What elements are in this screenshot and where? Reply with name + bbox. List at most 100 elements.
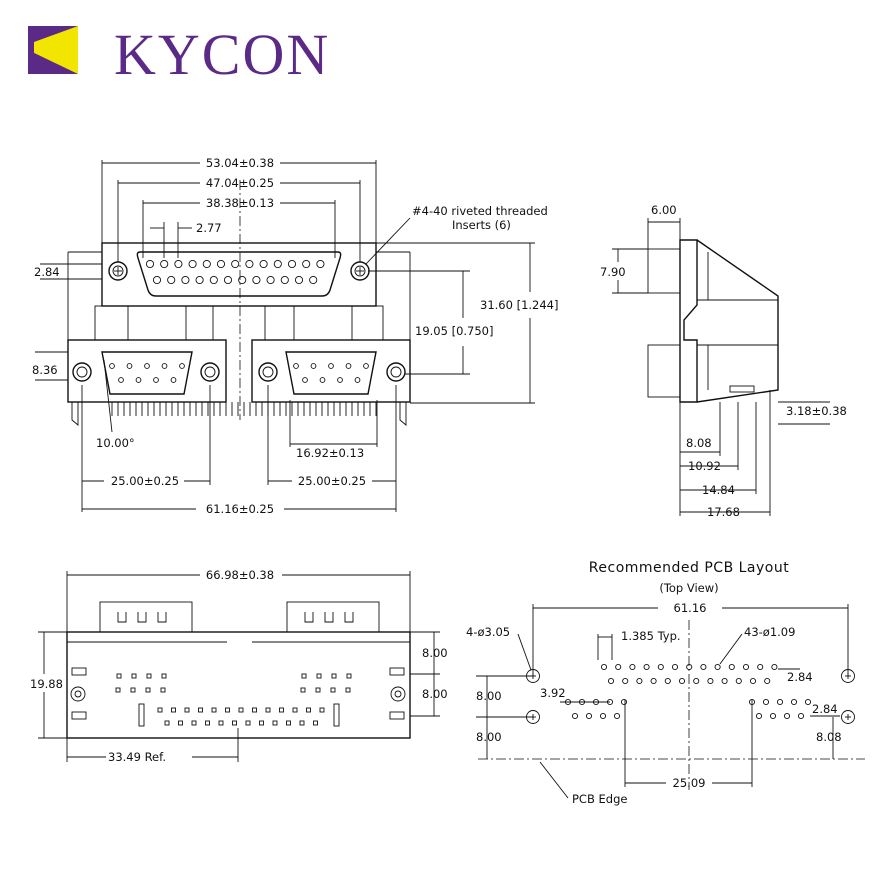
db25-pin — [287, 259, 297, 269]
pin-pad — [300, 687, 306, 693]
db25-pin — [145, 259, 155, 269]
db25-pin — [238, 275, 247, 285]
db9-pin — [293, 363, 299, 369]
pin-pad — [346, 673, 352, 679]
pin-hole — [776, 698, 784, 706]
db9-pin — [144, 363, 150, 369]
mount-tab — [71, 711, 87, 720]
db25-pin — [266, 275, 275, 285]
pin-hole — [629, 663, 636, 671]
bottom-view: 66.98±0.38 19.88 8.00 8.00 33.49 Ref. — [30, 568, 448, 764]
top-insert-offset: 2.84 — [34, 265, 60, 279]
pcb-offset-top: 2.84 — [787, 670, 813, 684]
pin-pad — [171, 707, 176, 713]
pin-tails — [111, 402, 377, 416]
db25-pin — [231, 259, 240, 269]
pin-pad — [164, 720, 170, 726]
db9-pins — [109, 363, 369, 383]
pin-pad — [279, 707, 284, 713]
pin-pad — [131, 673, 137, 679]
db9-pin — [135, 377, 142, 383]
pin-pad — [160, 687, 166, 693]
db25-pin — [195, 275, 204, 285]
pin-pad — [319, 707, 325, 713]
insert-bore — [76, 366, 88, 378]
pin-hole — [678, 677, 686, 685]
pin-pitch: 2.77 — [196, 221, 222, 235]
pin-pad — [146, 673, 152, 679]
db9-pin — [109, 363, 115, 369]
pin-pad — [316, 673, 322, 679]
bottom-height: 19.88 — [30, 677, 63, 691]
mount-tab — [389, 711, 405, 720]
side-standoff: 3.18±0.38 — [786, 404, 847, 418]
db25-pin — [259, 259, 268, 269]
pin-pad — [184, 707, 190, 713]
pin-hole — [742, 663, 750, 671]
db25-pin — [216, 259, 226, 269]
insert-bore — [204, 366, 216, 378]
pin-hole — [693, 677, 700, 685]
pin-hole — [769, 712, 777, 720]
db25-pin — [294, 275, 304, 285]
pin-pad — [313, 720, 318, 726]
db25-pin — [152, 275, 162, 285]
side-top-depth: 6.00 — [651, 203, 677, 217]
pin-pad — [286, 720, 291, 726]
logo-wordmark: KYCON — [114, 22, 331, 87]
pin-hole — [700, 663, 707, 671]
pin-hole — [721, 677, 728, 685]
pin-pad — [238, 707, 244, 713]
pin-hole — [749, 677, 757, 685]
db25-pins — [145, 259, 325, 285]
bottom-spacing-top: 8.00 — [422, 646, 448, 660]
db25-pin — [167, 275, 176, 285]
pin-hole — [728, 663, 735, 671]
insert-bore — [390, 366, 402, 378]
pin-hole — [650, 677, 657, 685]
pin-pad — [265, 707, 271, 713]
lower-inserts — [72, 362, 406, 382]
pcb-row-offset: 3.92 — [540, 686, 566, 700]
pin-hole — [671, 663, 679, 671]
pcb-layout: Recommended PCB Layout (Top View) 61.16 … — [466, 560, 865, 806]
pin-pad — [252, 707, 257, 713]
pin-hole — [585, 712, 593, 720]
pin-hole — [771, 663, 778, 671]
pcb-overall: 61.16 — [674, 601, 707, 615]
db9-pin — [337, 377, 343, 383]
pin-pad — [145, 687, 151, 693]
side-pin-b: 10.92 — [688, 459, 721, 473]
pin-hole — [636, 677, 643, 685]
angle-label: 10.00° — [96, 436, 135, 450]
vertical-spacing: 19.05 [0.750] — [415, 324, 493, 338]
threaded-insert-icon — [258, 362, 278, 382]
pcb-spacing-2: 8.00 — [476, 730, 502, 744]
mount-tab — [71, 667, 87, 676]
pin-pad — [330, 687, 336, 693]
db25-flange — [101, 242, 377, 307]
db25-pin — [273, 259, 282, 269]
pin-hole — [804, 698, 812, 706]
left-spacing: 25.00±0.25 — [111, 474, 179, 488]
db25-pin — [302, 259, 311, 269]
pcb-edge-offset: 8.08 — [816, 730, 842, 744]
threaded-insert-icon — [72, 362, 92, 382]
threaded-insert-icon — [200, 362, 220, 382]
db9-pin — [179, 363, 185, 369]
pin-pad — [292, 707, 298, 713]
db9-left-shell — [101, 351, 193, 395]
pin-pad — [205, 720, 210, 726]
bottom-overall-width: 66.98±0.38 — [206, 568, 274, 582]
lower-insert-offset: 8.36 — [32, 363, 58, 377]
pin-pad — [306, 707, 311, 713]
pin-pad — [211, 707, 217, 713]
pin-hole — [615, 663, 622, 671]
pin-hole — [657, 663, 664, 671]
pin-hole — [643, 663, 650, 671]
insert-note-line2: Inserts (6) — [452, 218, 511, 232]
right-spacing: 25.00±0.25 — [298, 474, 366, 488]
db9-pin — [153, 377, 159, 383]
pin-pad — [315, 687, 321, 693]
